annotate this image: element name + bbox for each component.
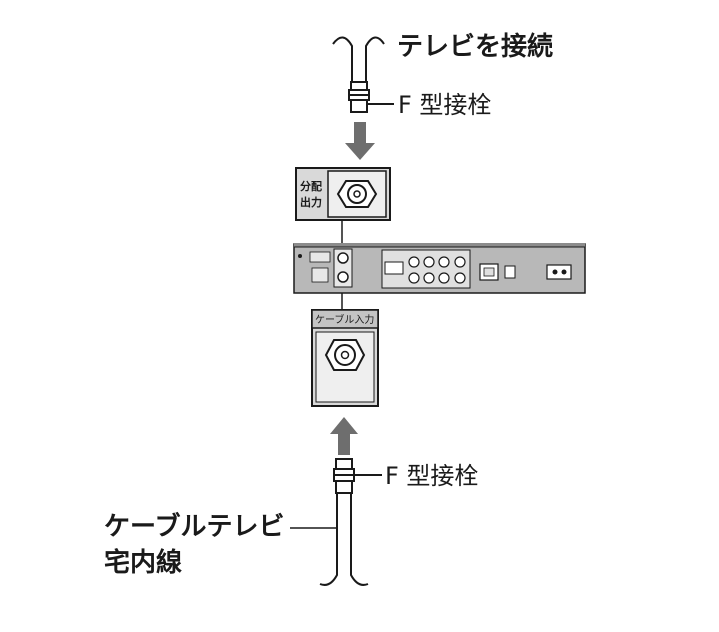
split-output-label-line2: 出力 [300, 195, 322, 209]
f-connector-icon [333, 458, 382, 494]
cable-input-panel: ケーブル入力 [311, 309, 379, 407]
home-cable [290, 493, 369, 586]
arrow-up-icon [330, 417, 358, 455]
f-connector-top-label: F 型接栓 [398, 91, 491, 119]
f-connector-icon [348, 81, 394, 113]
coax-jack-icon [324, 339, 366, 371]
cable-wire-label-line1: ケーブルテレビ [104, 511, 284, 542]
coax-jack-icon [336, 180, 378, 208]
set-top-box [293, 243, 586, 294]
tv-cable [332, 36, 385, 82]
tv-connect-label: テレビを接続 [397, 31, 553, 62]
cable-input-label: ケーブル入力 [315, 313, 374, 326]
f-connector-bottom-label: F 型接栓 [385, 462, 478, 490]
cable-wire-label-line2: 宅内線 [104, 547, 182, 578]
split-output-panel: 分配 出力 [295, 167, 391, 221]
arrow-down-icon [345, 122, 375, 160]
split-output-label-line1: 分配 [300, 179, 322, 193]
